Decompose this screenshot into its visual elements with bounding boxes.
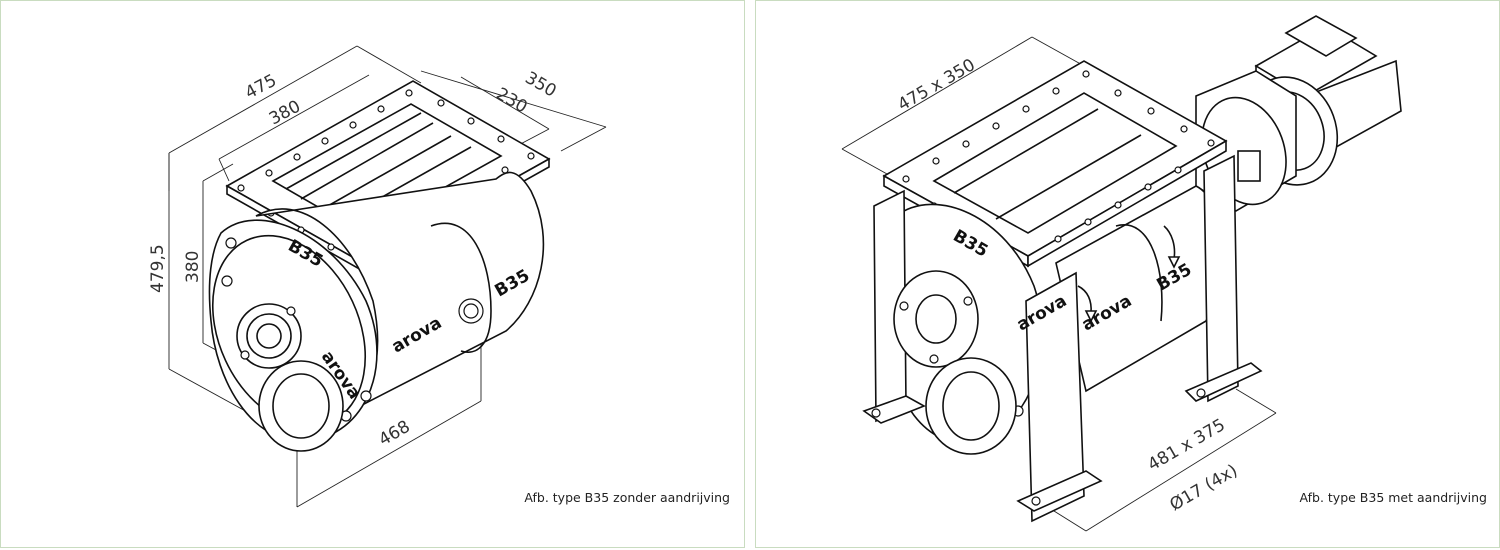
- drawing-panel-without-drive: arova arova B35 B35 475 380 350 230 479,…: [0, 0, 745, 548]
- valve-drawing-without-drive: arova arova B35 B35 475 380 350 230 479,…: [148, 45, 607, 508]
- dim-base: 481 x 375: [1145, 415, 1229, 475]
- dim-top-outer: 475: [242, 71, 280, 104]
- dim-depth-outer: 350: [522, 68, 560, 102]
- dim-height-outer: 479,5: [148, 244, 168, 293]
- dimension-lines: [841, 36, 1277, 532]
- dim-top-flange: 475 x 350: [895, 55, 979, 115]
- caption-without-drive: Afb. type B35 zonder aandrijving: [524, 490, 730, 505]
- dim-depth-inner: 230: [493, 84, 531, 118]
- dim-height-inner: 380: [183, 251, 203, 283]
- outlet-flange: [258, 360, 344, 452]
- bearing-hub: [893, 270, 979, 368]
- dim-mounting-holes: Ø17 (4x): [1167, 461, 1242, 516]
- rotation-arrows: [1077, 225, 1181, 323]
- housing-body: [208, 171, 545, 444]
- dim-length: 468: [376, 417, 414, 451]
- bearing-hub: [236, 303, 302, 369]
- support-stands: [862, 154, 1263, 523]
- outlet-flange: [925, 357, 1017, 455]
- dim-top-inner: 380: [266, 97, 304, 130]
- caption-with-drive: Afb. type B35 met aandrijving: [1299, 490, 1487, 505]
- drawing-panel-with-drive: arova arova B35 B35 475 x 350 481 x 375 …: [755, 0, 1500, 548]
- valve-drawing-with-drive: arova arova B35 B35 475 x 350 481 x 375 …: [841, 15, 1402, 532]
